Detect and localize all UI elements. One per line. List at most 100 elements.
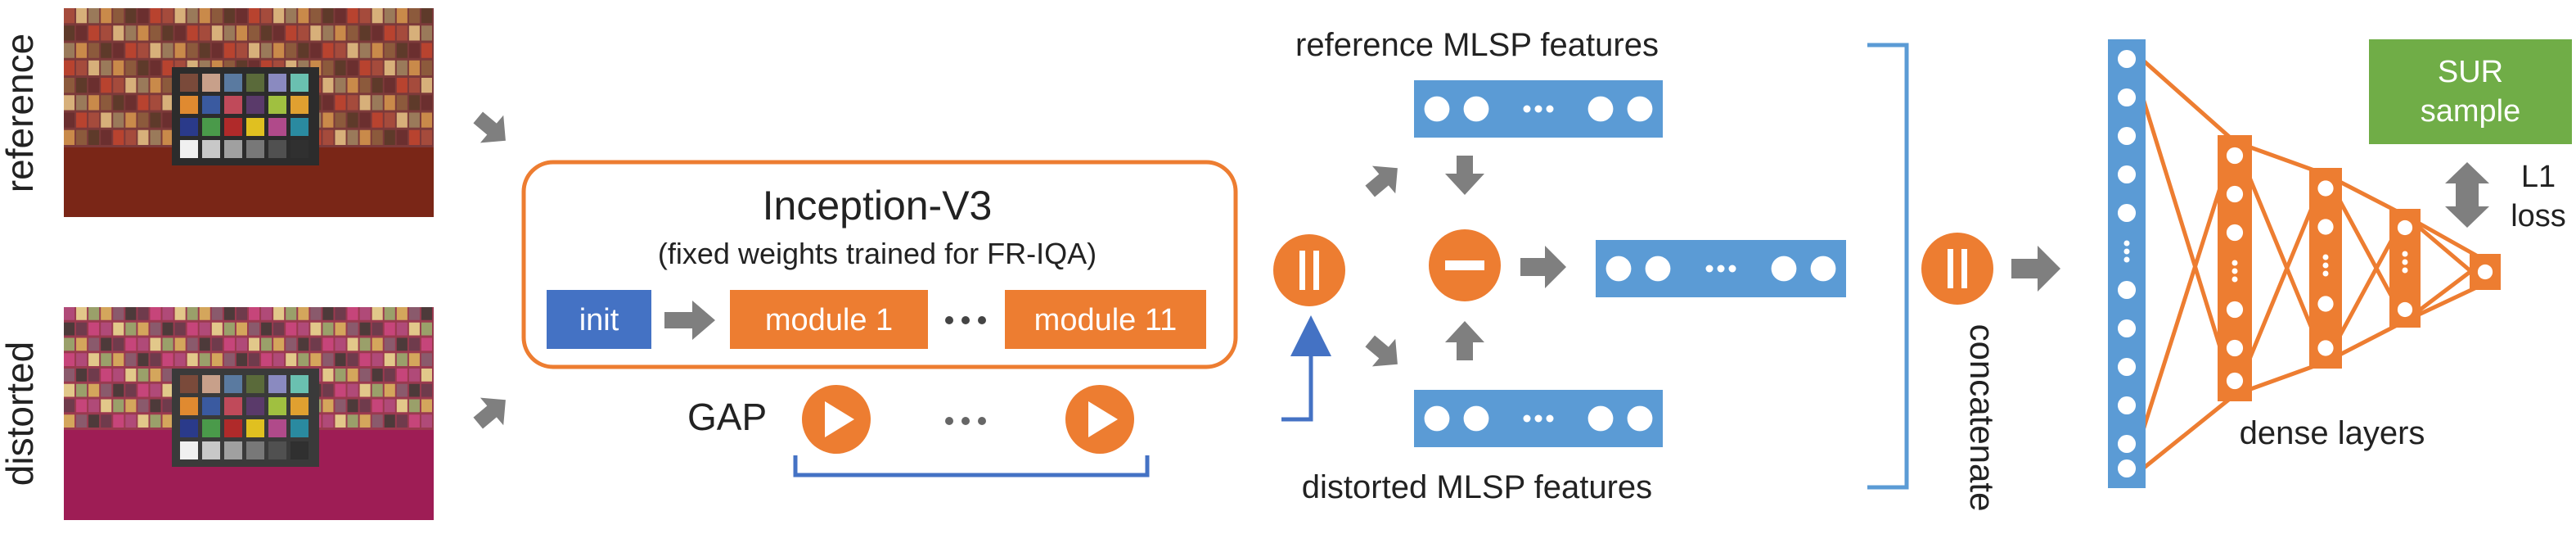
texture-cell: [322, 112, 334, 128]
texture-cell: [187, 8, 198, 24]
texture-cell: [322, 369, 334, 382]
checker-patch: [224, 441, 242, 459]
checker-patch: [246, 118, 264, 136]
texture-cell: [359, 43, 371, 58]
texture-cell: [396, 95, 408, 111]
texture-cell: [162, 43, 173, 58]
texture-cell: [322, 43, 334, 58]
neuron: [2317, 180, 2334, 197]
checker-patch: [246, 74, 264, 92]
texture-cell: [187, 43, 198, 58]
checker-patch: [202, 118, 220, 136]
texture-cell: [113, 383, 124, 397]
texture-cell: [101, 399, 112, 413]
play-icon: [825, 401, 854, 437]
dense-layer-1: [2108, 39, 2146, 488]
sur-label-line1: SUR: [2438, 55, 2503, 89]
texture-cell: [372, 43, 383, 58]
neuron-ellipsis-dot: [2322, 262, 2329, 269]
feature-ellipsis-dot: [1546, 414, 1554, 423]
texture-cell: [76, 353, 88, 366]
texture-cell: [174, 25, 186, 41]
neuron-ellipsis-dot: [2123, 248, 2130, 255]
texture-cell: [421, 337, 432, 351]
texture-cell: [125, 369, 137, 382]
texture-cell: [223, 25, 235, 41]
diff-node: [1429, 229, 1501, 301]
texture-cell: [76, 8, 88, 24]
texture-cell: [372, 414, 383, 428]
concatenate-label: concatenate: [1963, 324, 2002, 512]
texture-cell: [162, 95, 173, 111]
texture-cell: [150, 369, 161, 382]
texture-cell: [162, 25, 173, 41]
texture-cell: [310, 353, 322, 366]
feature-unit: [1605, 256, 1632, 282]
texture-cell: [421, 353, 432, 366]
texture-cell: [372, 95, 383, 111]
texture-cell: [162, 78, 173, 93]
texture-cell: [137, 25, 149, 41]
texture-cell: [113, 60, 124, 75]
texture-cell: [421, 369, 432, 382]
distorted-image: [64, 307, 434, 520]
feature-unit: [1645, 256, 1671, 282]
arrow-concat-to-dense: [2011, 246, 2060, 292]
checker-patch: [224, 96, 242, 114]
texture-cell: [298, 337, 309, 351]
concat-node-2: [1921, 233, 1993, 305]
parallel-bars-icon: [1948, 249, 1953, 288]
texture-cell: [335, 322, 346, 336]
texture-cell: [162, 8, 173, 24]
texture-cell: [286, 337, 297, 351]
texture-cell: [150, 129, 161, 145]
checker-patch: [246, 140, 264, 158]
feature-ellipsis-dot: [1523, 105, 1531, 113]
texture-cell: [396, 8, 408, 24]
texture-cell: [359, 307, 371, 320]
texture-cell: [310, 322, 322, 336]
arrow-to-diff-features: [1520, 246, 1566, 288]
arrow-to-ref-features: [1365, 165, 1398, 197]
checker-patch: [246, 375, 264, 393]
neuron-ellipsis-dot: [2402, 251, 2408, 257]
arrow-ref-to-inception: [473, 111, 506, 143]
texture-cell: [335, 8, 346, 24]
texture-cell: [384, 322, 395, 336]
feature-ellipsis-dot: [1705, 265, 1714, 273]
texture-cell: [211, 353, 223, 366]
neuron: [2226, 224, 2244, 242]
neuron: [2226, 339, 2244, 357]
texture-cell: [162, 112, 173, 128]
texture-cell: [286, 43, 297, 58]
texture-cell: [347, 322, 358, 336]
checker-patch: [268, 140, 286, 158]
texture-cell: [113, 8, 124, 24]
texture-cell: [396, 78, 408, 93]
texture-cell: [372, 112, 383, 128]
texture-cell: [372, 129, 383, 145]
texture-cell: [150, 383, 161, 397]
neuron: [2117, 203, 2137, 223]
texture-cell: [199, 43, 210, 58]
texture-cell: [113, 369, 124, 382]
texture-cell: [101, 353, 112, 366]
neuron: [2117, 88, 2137, 107]
texture-cell: [76, 112, 88, 128]
checker-patch: [268, 74, 286, 92]
texture-cell: [174, 8, 186, 24]
texture-cell: [396, 353, 408, 366]
texture-cell: [137, 322, 149, 336]
gap-bracket: [793, 455, 1150, 477]
feature-unit: [1424, 405, 1450, 432]
texture-cell: [408, 369, 420, 382]
texture-cell: [273, 337, 285, 351]
texture-cell: [199, 8, 210, 24]
texture-cell: [64, 25, 75, 41]
checker-patch: [224, 118, 242, 136]
checker-patch: [268, 397, 286, 415]
texture-cell: [359, 337, 371, 351]
texture-cell: [396, 25, 408, 41]
texture-cell: [150, 78, 161, 93]
texture-cell: [359, 383, 371, 397]
